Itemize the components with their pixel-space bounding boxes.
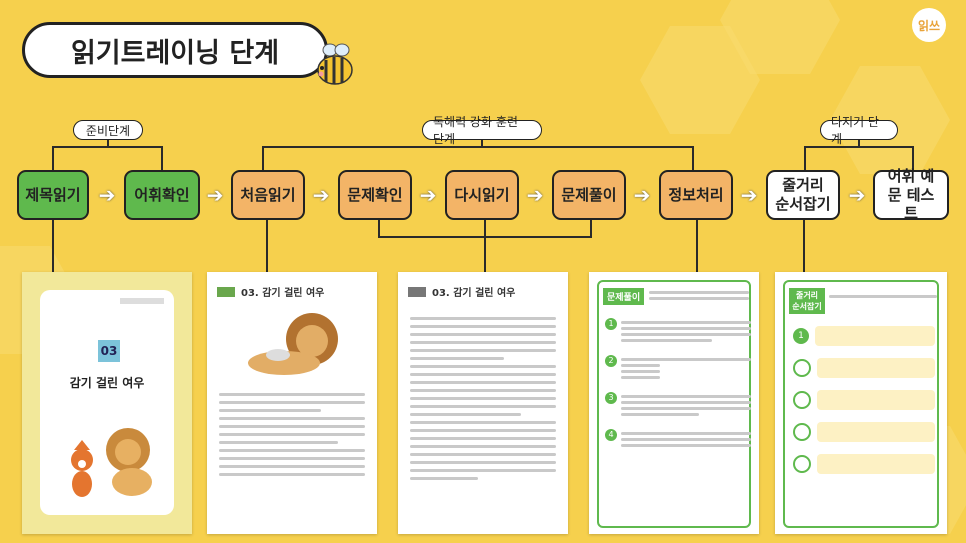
arrow-icon: ➔ [740,183,758,207]
sequence-circle[interactable] [793,455,811,473]
step-vocab-test-label: 어휘 예문 테스트 [887,166,935,223]
step-reread: 다시읽기 [445,170,519,220]
arrow-icon: ➔ [419,183,437,207]
arrow-icon: ➔ [312,183,330,207]
step-first-reading: 처음읽기 [231,170,305,220]
reread-panel: 03. 감기 걸린 여우 [398,272,568,534]
sequence-label: 줄거리 순서잡기 [789,288,825,314]
arrow-icon: ➔ [98,183,116,207]
first-reading-panel: 03. 감기 걸린 여우 [207,272,377,534]
sequence-circle[interactable] [793,359,811,377]
sequence-circle-filled: 1 [793,328,809,344]
fox-lion-illustration [71,428,152,497]
step-solve: 문제풀이 [552,170,626,220]
sequence-circle[interactable] [793,423,811,441]
app-logo: 읽쓰 [912,8,946,42]
stage-prep: 준비단계 [73,120,143,140]
page-title: 읽기트레이닝 단계 [22,22,328,78]
step-vocab-test: 어휘 예문 테스트 [873,166,949,223]
lesson-badge [217,286,235,297]
question-number: 4 [605,429,617,441]
arrow-icon: ➔ [848,183,866,207]
step-vocab-check: 어휘확인 [124,170,200,220]
story-number: 03 [98,340,120,362]
lesson-heading: 03. 감기 걸린 여우 [432,288,516,299]
arrow-icon: ➔ [526,183,544,207]
story-title: 감기 걸린 여우 [69,376,145,390]
quiz-panel: 문제풀이 1 2 3 4 [589,272,759,534]
stage-finish: 다지기 단계 [820,115,898,146]
lesson-badge [408,286,426,297]
step-sequence-label: 줄거리 순서잡기 [775,176,831,213]
question-number: 1 [605,318,617,330]
quiz-label: 문제풀이 [603,288,645,305]
sequence-panel: 줄거리 순서잡기 1 [775,272,947,534]
step-question-check: 문제확인 [338,170,412,220]
step-info: 정보처리 [659,170,733,220]
title-page-panel: 03 감기 걸린 여우 [22,272,192,534]
arrow-icon: ➔ [633,183,651,207]
question-number: 2 [605,355,617,367]
sequence-circle[interactable] [793,391,811,409]
bee-icon [317,43,353,85]
lesson-heading: 03. 감기 걸린 여우 [241,288,325,299]
lion-illustration [248,313,338,375]
step-sequence: 줄거리 순서잡기 [766,170,840,220]
arrow-icon: ➔ [206,183,224,207]
step-title-reading: 제목읽기 [17,170,89,220]
question-number: 3 [605,392,617,404]
stage-training: 독해력 강화 훈련 단계 [422,115,542,146]
